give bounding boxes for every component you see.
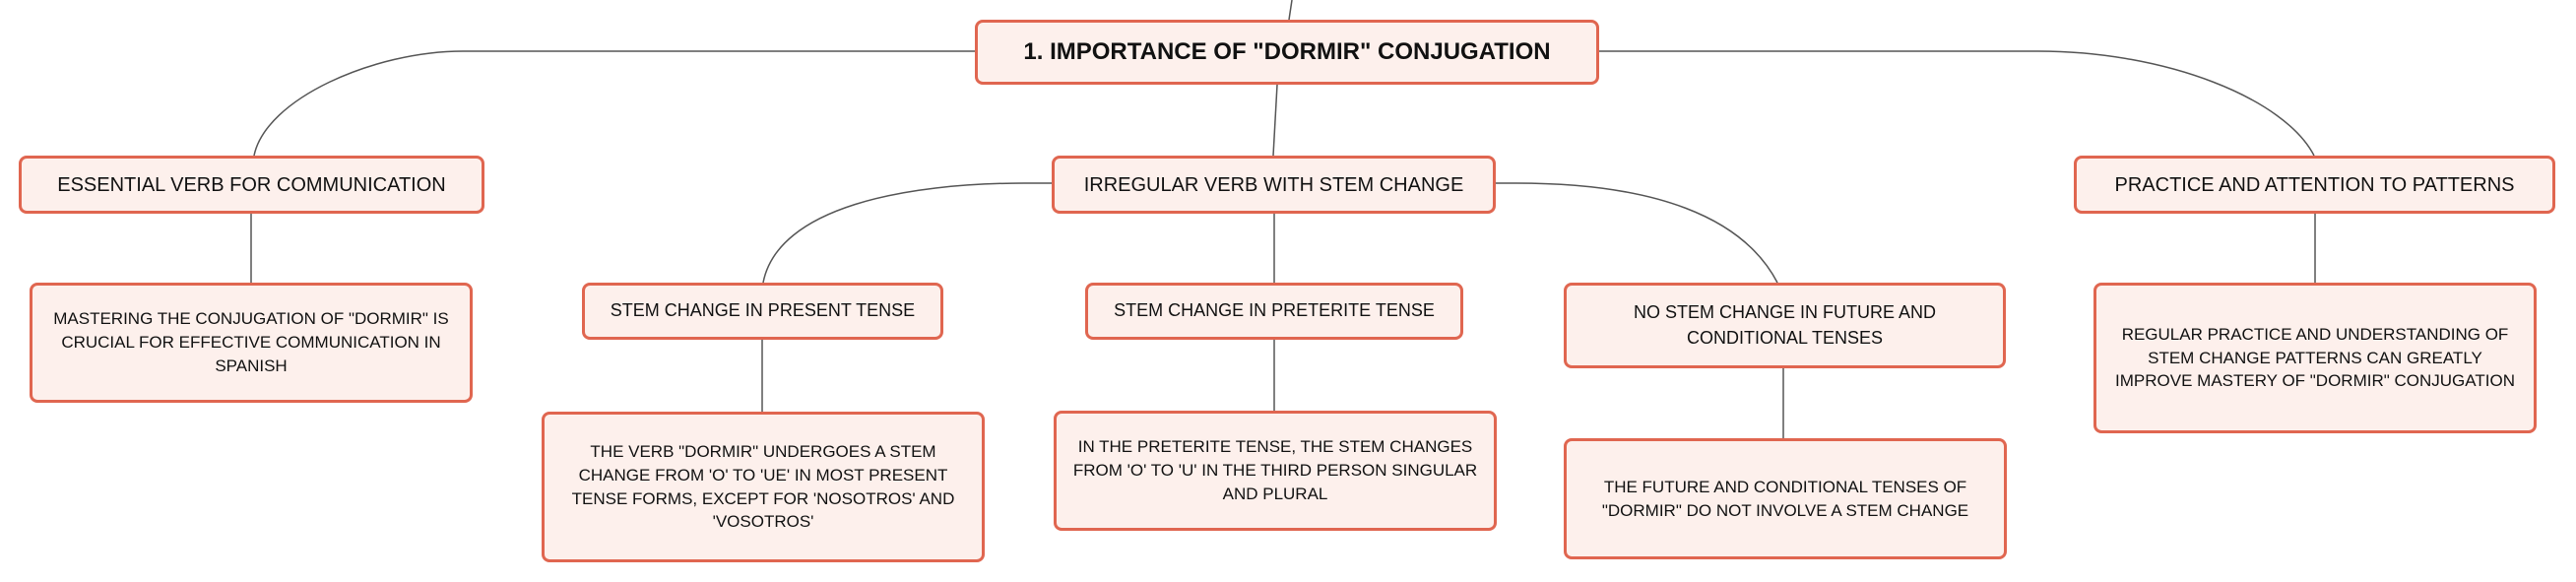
node-irregular-verb-label: IRREGULAR VERB WITH STEM CHANGE <box>1083 173 1464 196</box>
connector-irregular-to-nostem <box>1496 182 1778 284</box>
node-irregular-verb[interactable]: IRREGULAR VERB WITH STEM CHANGE <box>1052 156 1496 214</box>
node-present-tense-label: STEM CHANGE IN PRESENT TENSE <box>610 300 916 321</box>
detail-practice-patterns-text: REGULAR PRACTICE AND UNDERSTANDING OF ST… <box>2115 324 2515 391</box>
node-practice-patterns-label: PRACTICE AND ATTENTION TO PATTERNS <box>2114 173 2515 196</box>
connector-irregular-to-present <box>762 182 1052 284</box>
node-preterite-tense-label: STEM CHANGE IN PRETERITE TENSE <box>1114 300 1435 321</box>
detail-present-tense[interactable]: THE VERB "DORMIR" UNDERGOES A STEM CHANG… <box>542 412 985 562</box>
connector-root-to-practice <box>1599 50 2315 157</box>
node-no-stem-change-label: NO STEM CHANGE IN FUTURE AND CONDITIONAL… <box>1633 302 1937 348</box>
connector-root-to-essential <box>253 50 975 157</box>
detail-preterite-tense[interactable]: IN THE PRETERITE TENSE, THE STEM CHANGES… <box>1054 411 1497 531</box>
detail-essential-verb-text: MASTERING THE CONJUGATION OF "DORMIR" IS… <box>53 309 449 375</box>
node-present-tense[interactable]: STEM CHANGE IN PRESENT TENSE <box>582 283 943 340</box>
node-essential-verb-label: ESSENTIAL VERB FOR COMMUNICATION <box>57 173 446 196</box>
detail-preterite-tense-text: IN THE PRETERITE TENSE, THE STEM CHANGES… <box>1072 437 1478 503</box>
detail-present-tense-text: THE VERB "DORMIR" UNDERGOES A STEM CHANG… <box>571 441 955 532</box>
detail-practice-patterns[interactable]: REGULAR PRACTICE AND UNDERSTANDING OF ST… <box>2093 283 2537 433</box>
node-no-stem-change[interactable]: NO STEM CHANGE IN FUTURE AND CONDITIONAL… <box>1564 283 2006 368</box>
connector-root-up <box>1288 0 1293 21</box>
root-node-label: 1. IMPORTANCE OF "DORMIR" CONJUGATION <box>1023 38 1551 66</box>
node-practice-patterns[interactable]: PRACTICE AND ATTENTION TO PATTERNS <box>2074 156 2555 214</box>
detail-no-stem-change-text: THE FUTURE AND CONDITIONAL TENSES OF "DO… <box>1601 477 1969 520</box>
node-essential-verb[interactable]: ESSENTIAL VERB FOR COMMUNICATION <box>19 156 484 214</box>
detail-no-stem-change[interactable]: THE FUTURE AND CONDITIONAL TENSES OF "DO… <box>1564 438 2007 559</box>
root-node[interactable]: 1. IMPORTANCE OF "DORMIR" CONJUGATION <box>975 20 1599 85</box>
detail-essential-verb[interactable]: MASTERING THE CONJUGATION OF "DORMIR" IS… <box>30 283 473 403</box>
connector-root-to-irregular <box>1272 84 1278 157</box>
node-preterite-tense[interactable]: STEM CHANGE IN PRETERITE TENSE <box>1085 283 1463 340</box>
